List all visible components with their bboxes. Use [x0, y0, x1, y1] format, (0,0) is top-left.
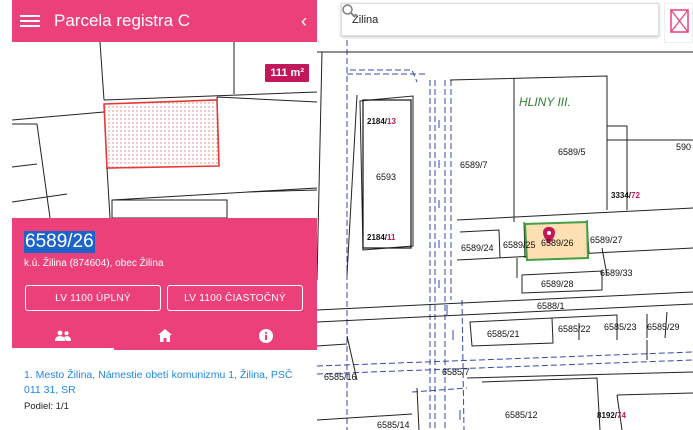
tab-owners[interactable] [12, 321, 114, 350]
search-bar [341, 3, 659, 36]
parcel-info-card: 6589/26 k.ú. Žilina (874604), obec Žilin… [12, 218, 317, 350]
svg-text:6589/27: 6589/27 [590, 235, 623, 245]
cadastral-map[interactable]: HLINY III. 2184/13 6593 2184/11 6589/7 6… [317, 0, 693, 430]
svg-text:2184/13: 2184/13 [367, 117, 396, 126]
svg-text:6589/28: 6589/28 [541, 279, 574, 289]
svg-text:8192/74: 8192/74 [597, 411, 626, 420]
lv-full-button[interactable]: LV 1100 ÚPLNÝ [25, 285, 161, 311]
svg-text:6585/22: 6585/22 [558, 324, 591, 334]
tab-info[interactable] [215, 321, 317, 350]
home-icon [157, 329, 172, 342]
svg-text:6589/33: 6589/33 [600, 268, 633, 278]
people-icon [54, 330, 71, 341]
svg-text:6593: 6593 [376, 172, 396, 182]
svg-text:6589/5: 6589/5 [558, 147, 586, 157]
panel-title: Parcela registra C [54, 11, 191, 30]
svg-text:6589/26: 6589/26 [541, 238, 574, 248]
svg-text:6585/23: 6585/23 [604, 322, 637, 332]
area-badge: 111 m² [265, 64, 309, 82]
svg-text:6585/12: 6585/12 [505, 410, 538, 420]
owner-link[interactable]: 1. Mesto Žilina, Námestie obetí komunizm… [24, 369, 293, 396]
svg-text:6589/25: 6589/25 [503, 240, 536, 250]
search-input[interactable] [352, 13, 628, 26]
panel-header: Parcela registra C ‹ [12, 0, 317, 42]
svg-text:3334/72: 3334/72 [611, 191, 640, 200]
svg-text:6585/14: 6585/14 [377, 420, 410, 430]
tab-building[interactable] [114, 321, 216, 350]
parcel-panel: Parcela registra C ‹ 111 m² [0, 0, 317, 430]
parcel-number: 6589/26 [24, 231, 95, 253]
svg-text:6585/16: 6585/16 [324, 372, 357, 382]
map-drawing: HLINY III. 2184/13 6593 2184/11 6589/7 6… [317, 40, 693, 430]
parcel-preview-map: 111 m² [12, 42, 317, 218]
svg-text:6589/24: 6589/24 [461, 243, 494, 253]
panel-tabs [12, 321, 317, 350]
owner-share: Podiel: 1/1 [24, 401, 69, 412]
lv-partial-button[interactable]: LV 1100 ČIASTOČNÝ [167, 285, 303, 311]
svg-text:6589/7: 6589/7 [460, 160, 488, 170]
info-icon [259, 328, 274, 343]
owners-list: 1. Mesto Žilina, Námestie obetí komunizm… [12, 350, 317, 430]
svg-text:6588/1: 6588/1 [537, 301, 565, 311]
district-label: HLINY III. [519, 95, 571, 109]
svg-text:6585/7: 6585/7 [442, 367, 470, 377]
svg-text:2184/11: 2184/11 [367, 233, 396, 242]
parcel-preview-drawing [12, 42, 317, 218]
parcel-location: k.ú. Žilina (874604), obec Žilina [24, 258, 164, 269]
search-icon[interactable] [342, 4, 658, 35]
menu-icon[interactable] [20, 12, 40, 30]
chevron-left-icon[interactable]: ‹ [301, 10, 307, 31]
svg-text:590: 590 [676, 142, 691, 152]
svg-text:6585/29: 6585/29 [647, 322, 680, 332]
svg-text:6585/21: 6585/21 [487, 329, 520, 339]
logo-icon[interactable] [664, 3, 693, 43]
